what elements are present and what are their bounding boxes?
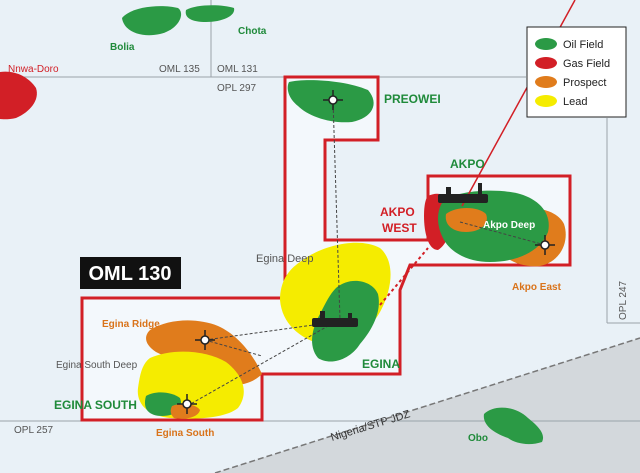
akpo-east-label: Akpo East — [512, 282, 562, 293]
egina-south-platform-icon — [177, 394, 197, 414]
legend-prospect-swatch — [535, 76, 557, 88]
egina-south-prospect-label: Egina South — [156, 428, 214, 439]
akpo-east-platform-icon — [535, 235, 555, 255]
egina-deep-label: Egina Deep — [256, 253, 314, 265]
akpo-egina-link — [379, 247, 429, 306]
akpo-label: AKPO — [450, 157, 485, 171]
obo-label: Obo — [468, 433, 488, 444]
opl-257-label: OPL 257 — [14, 425, 54, 436]
oml-135-label: OML 135 — [159, 64, 200, 75]
oml-131-label: OML 131 — [217, 64, 258, 75]
pipeline-connections — [186, 99, 546, 407]
egina-label: EGINA — [362, 357, 400, 371]
legend-lead-label: Lead — [563, 96, 587, 108]
akpo-west-label-line1: AKPO — [380, 205, 415, 219]
nnwa-doro-label: Nnwa-Doro — [8, 64, 59, 75]
legend-oil-label: Oil Field — [563, 39, 603, 51]
legend-prospect-label: Prospect — [563, 77, 606, 89]
oml-130-badge — [80, 257, 181, 289]
egina-south-prospect — [170, 403, 200, 419]
legend-gas-label: Gas Field — [563, 58, 610, 70]
legend: Oil Field Gas Field Prospect Lead — [526, 26, 627, 118]
oml-130-label: OML 130 — [89, 263, 172, 285]
legend-oil-swatch — [535, 38, 557, 50]
egina-ridge-label: Egina Ridge — [102, 319, 160, 330]
legend-gas-swatch — [535, 57, 557, 69]
obo-oil-field — [483, 407, 544, 445]
preowei-platform-icon — [323, 90, 343, 110]
platform-icons — [177, 90, 555, 414]
egina-fpso-icon — [312, 311, 358, 327]
akpo-deep-label: Akpo Deep — [483, 220, 535, 231]
chota-label: Chota — [238, 26, 267, 37]
egina-south-label: EGINA SOUTH — [54, 398, 137, 412]
preowei-label: PREOWEI — [384, 92, 441, 106]
akpo-fpso-icon — [438, 183, 488, 203]
bolia-oil-field — [122, 6, 182, 36]
opl-247-label: OPL 247 — [618, 280, 629, 320]
jdz-boundary — [214, 337, 640, 473]
chota-oil-field — [185, 5, 235, 22]
egina-south-deep-label: Egina South Deep — [56, 360, 138, 371]
legend-lead-swatch — [535, 95, 557, 107]
bolia-label: Bolia — [110, 42, 135, 53]
opl-297-label: OPL 297 — [217, 83, 257, 94]
akpo-west-label-line2: WEST — [382, 221, 417, 235]
nnwa-doro-gas-field — [0, 71, 37, 120]
egina-ridge-platform-icon — [195, 330, 215, 350]
